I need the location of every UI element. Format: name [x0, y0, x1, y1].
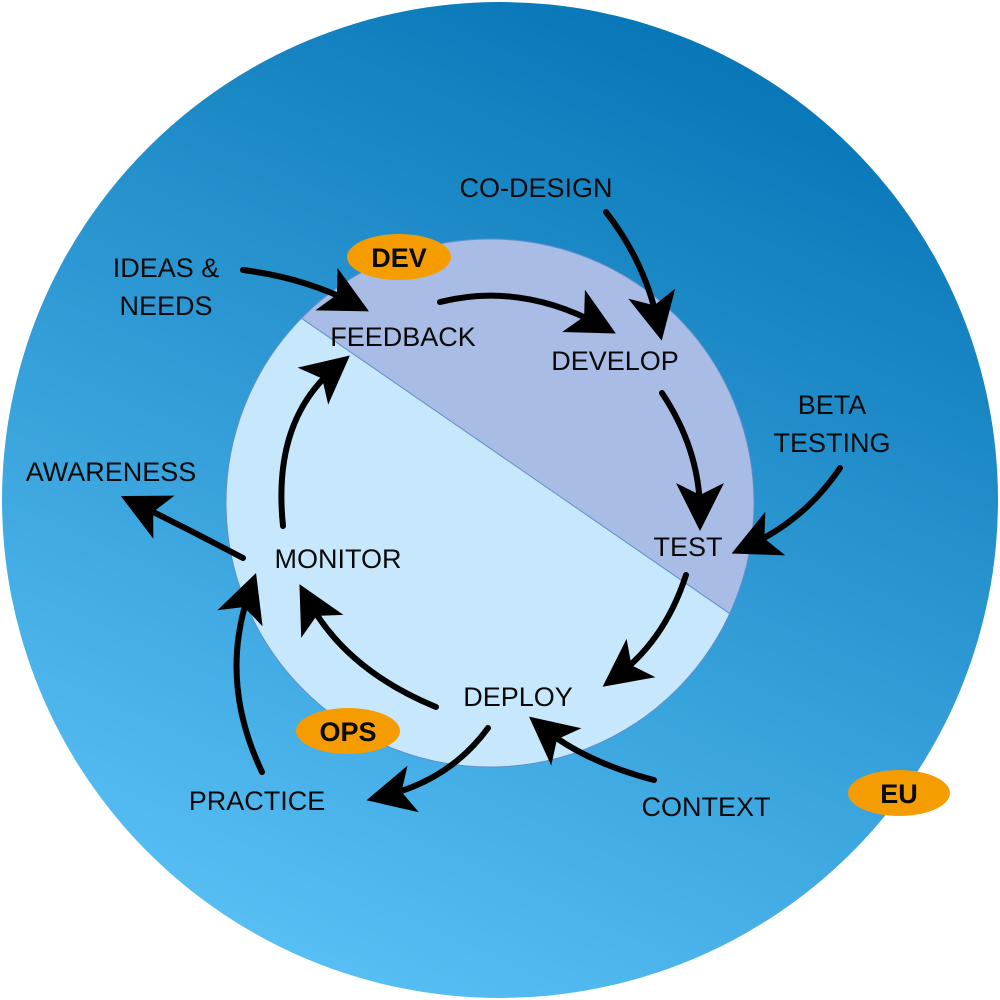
arrow-co-design-to-develop	[603, 209, 676, 341]
cycle-arrows	[278, 289, 724, 710]
dev-badge: DEV	[347, 234, 451, 280]
eu-badge: EU	[848, 770, 950, 816]
stage-feedback: FEEDBACK	[330, 322, 476, 352]
stage-test: TEST	[653, 532, 722, 562]
input-beta-testing-line1: BETA	[798, 390, 867, 420]
context-arrows	[120, 209, 843, 813]
arrow-develop-to-test	[659, 390, 724, 531]
stage-develop: DEVELOP	[551, 346, 679, 376]
arrow-context-to-deploy	[529, 716, 657, 783]
arrow-ideas-to-feedback	[240, 267, 369, 312]
input-co-design: CO-DESIGN	[459, 173, 612, 203]
arrow-test-to-deploy	[602, 572, 689, 687]
arrow-monitor-to-feedback	[278, 355, 350, 529]
dev-badge-label: DEV	[371, 243, 427, 273]
output-practice: PRACTICE	[189, 786, 326, 816]
input-ideas-needs-line1: IDEAS &	[113, 253, 220, 283]
output-awareness: AWARENESS	[26, 457, 197, 487]
ops-badge: OPS	[296, 708, 400, 754]
stage-monitor: MONITOR	[275, 544, 402, 574]
input-context: CONTEXT	[641, 792, 770, 822]
arrow-monitor-to-awareness	[120, 495, 246, 561]
eu-badge-label: EU	[880, 779, 918, 809]
arrow-feedback-to-develop	[437, 289, 616, 334]
arrow-deploy-to-practice	[366, 725, 491, 813]
arrow-deploy-to-monitor	[299, 584, 439, 710]
ops-badge-label: OPS	[319, 717, 376, 747]
arrow-beta-testing-to-test	[731, 465, 843, 556]
input-beta-testing-line2: TESTING	[773, 428, 890, 458]
input-ideas-needs-line2: NEEDS	[119, 291, 212, 321]
arrow-practice-to-monitor	[217, 573, 265, 775]
stage-deploy: DEPLOY	[463, 682, 573, 712]
